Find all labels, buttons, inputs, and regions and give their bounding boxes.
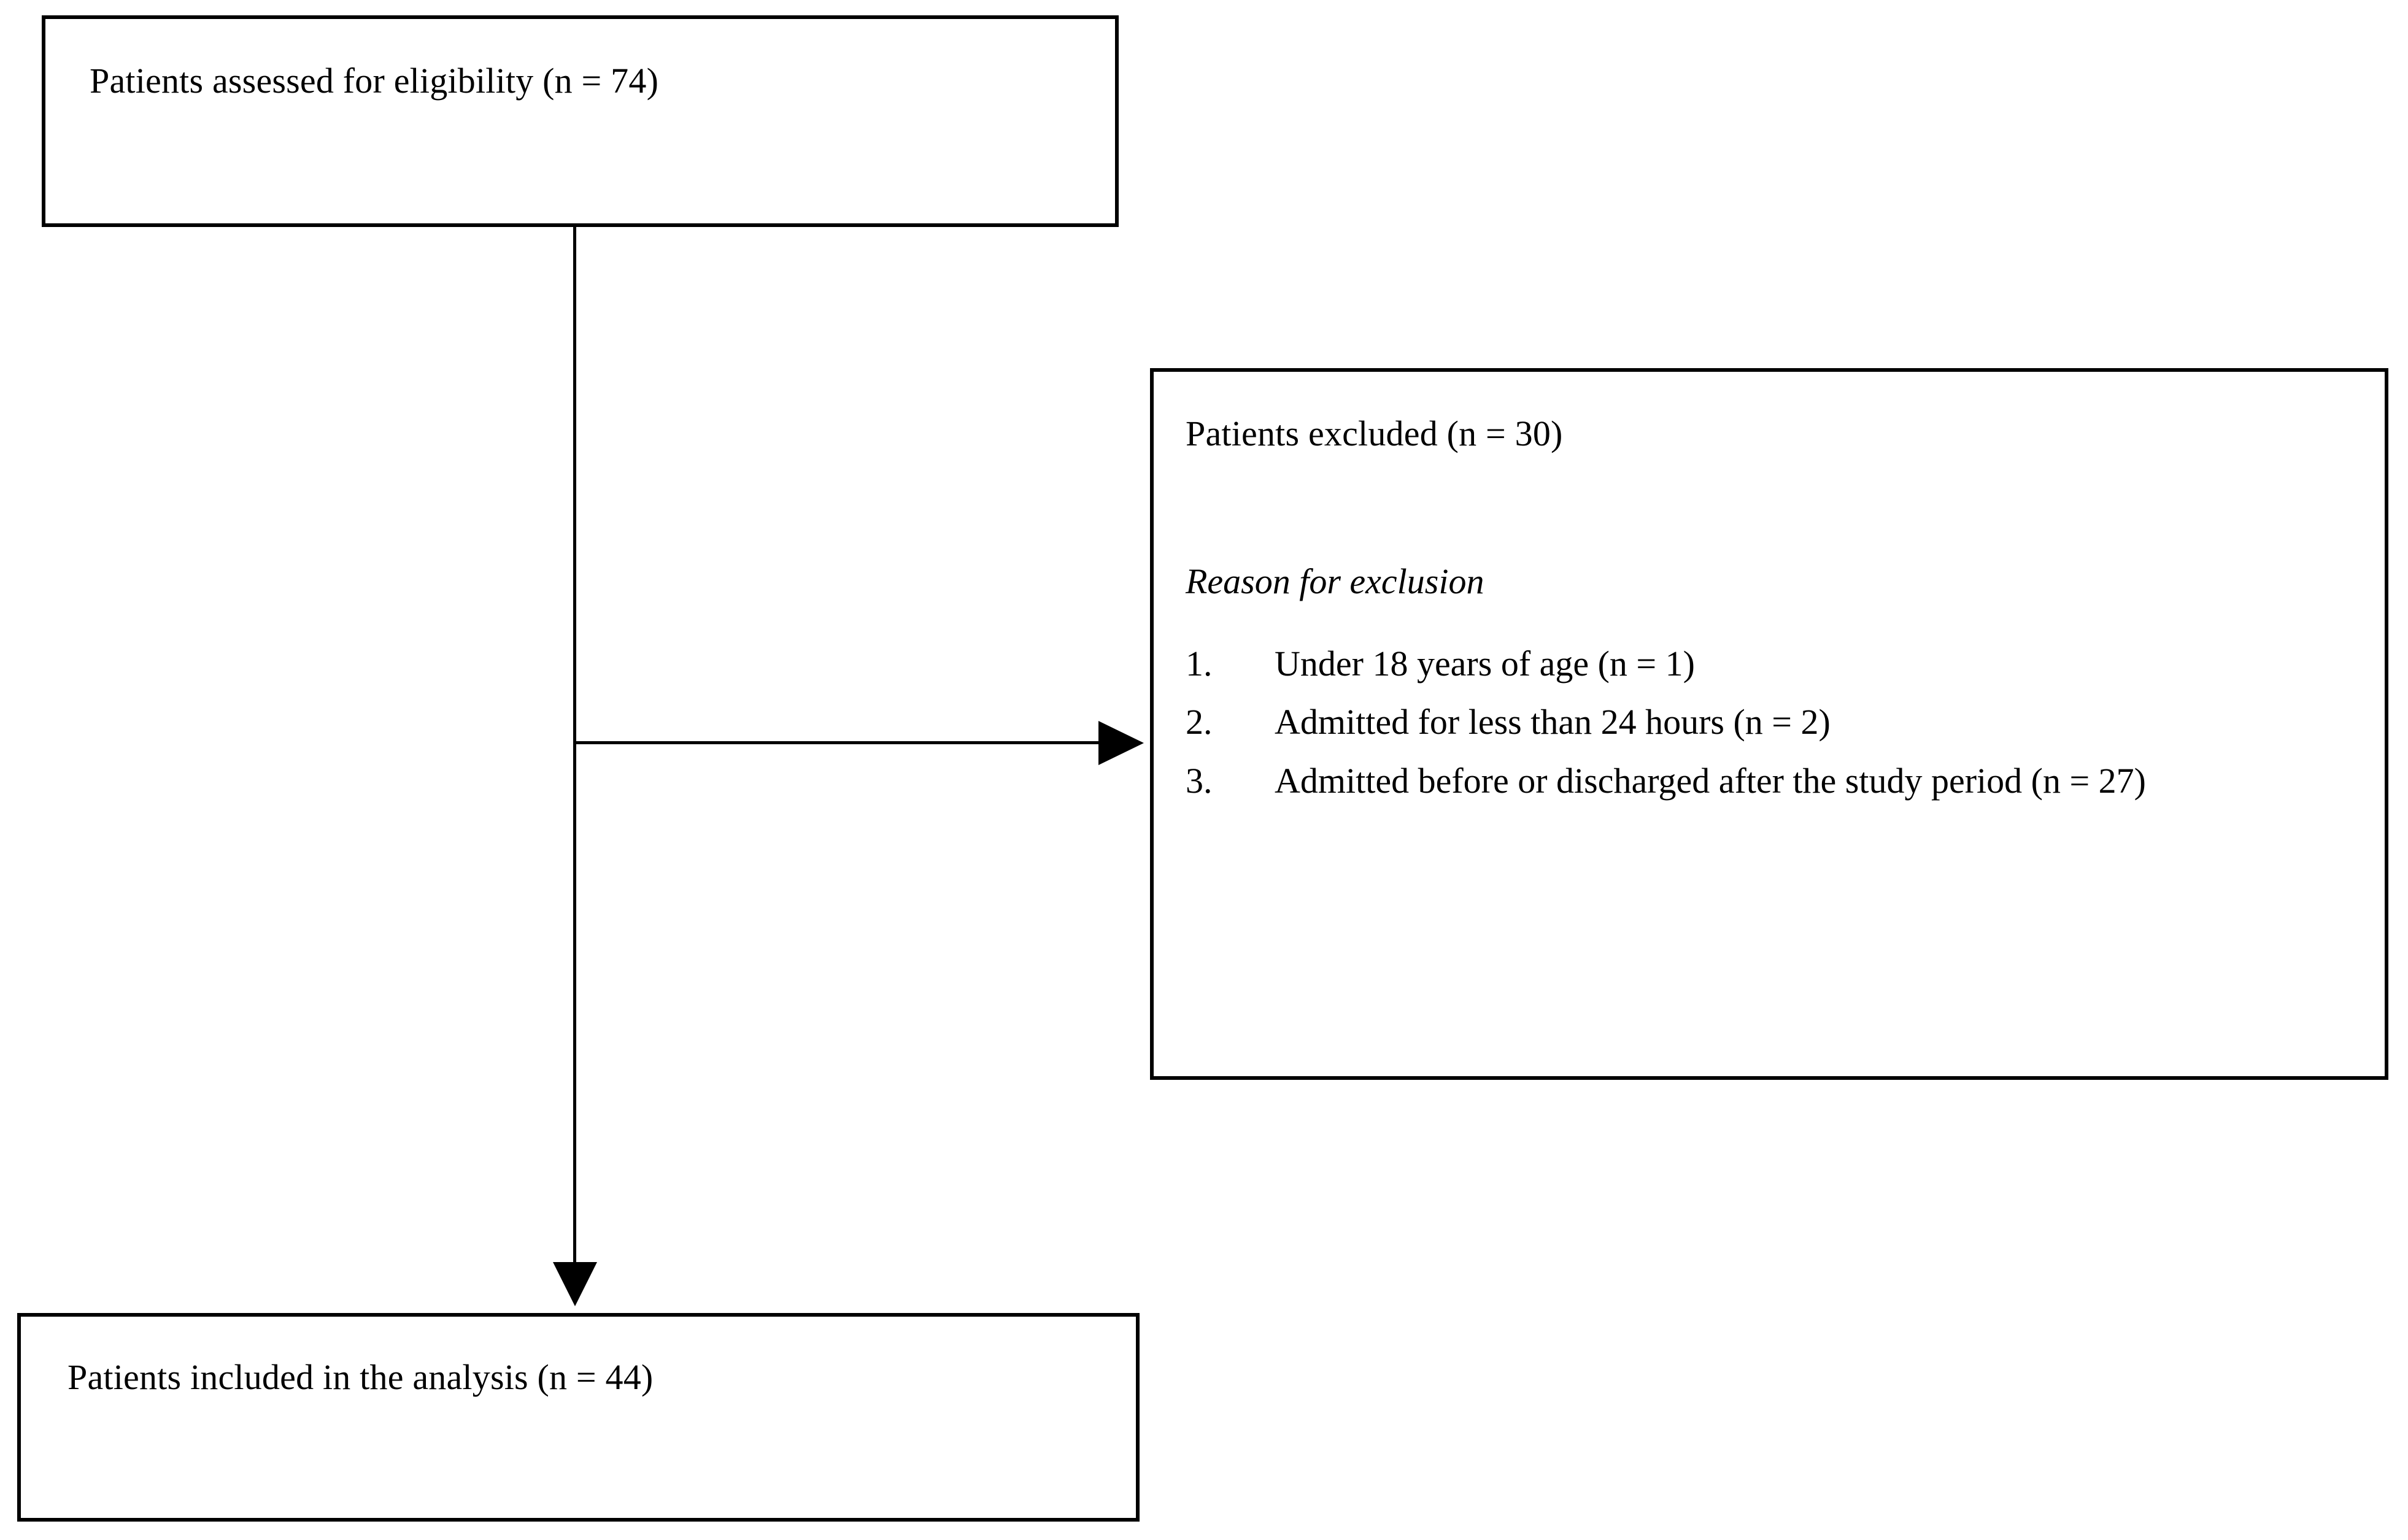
list-item-text: Admitted before or discharged after the … bbox=[1275, 760, 2146, 801]
list-item-number: 2. bbox=[1186, 702, 1213, 742]
eligibility-label: Patients assessed for eligibility (n = 7… bbox=[90, 61, 659, 101]
connector-line-horizontal bbox=[573, 741, 1100, 744]
included-label: Patients included in the analysis (n = 4… bbox=[68, 1357, 654, 1397]
list-item: 2. Admitted for less than 24 hours (n = … bbox=[1186, 699, 2352, 745]
reason-for-exclusion-heading: Reason for exclusion bbox=[1186, 561, 1484, 601]
list-item-text: Admitted for less than 24 hours (n = 2) bbox=[1275, 702, 1831, 742]
box-patients-included-in-analysis: Patients included in the analysis (n = 4… bbox=[17, 1313, 1140, 1522]
exclusion-reason-list: 1. Under 18 years of age (n = 1) 2. Admi… bbox=[1186, 641, 2352, 816]
excluded-title: Patients excluded (n = 30) bbox=[1186, 414, 1563, 453]
list-item: 3. Admitted before or discharged after t… bbox=[1186, 758, 2352, 804]
box-patients-assessed-for-eligibility: Patients assessed for eligibility (n = 7… bbox=[42, 15, 1119, 227]
list-item-text: Under 18 years of age (n = 1) bbox=[1275, 644, 1695, 683]
arrow-right-icon bbox=[1098, 721, 1144, 765]
connector-line-vertical bbox=[573, 227, 576, 1264]
list-item-number: 3. bbox=[1186, 760, 1213, 801]
box-patients-excluded: Patients excluded (n = 30) Reason for ex… bbox=[1150, 368, 2388, 1080]
list-item: 1. Under 18 years of age (n = 1) bbox=[1186, 641, 2352, 687]
arrow-down-icon bbox=[553, 1262, 597, 1306]
list-item-number: 1. bbox=[1186, 644, 1213, 683]
